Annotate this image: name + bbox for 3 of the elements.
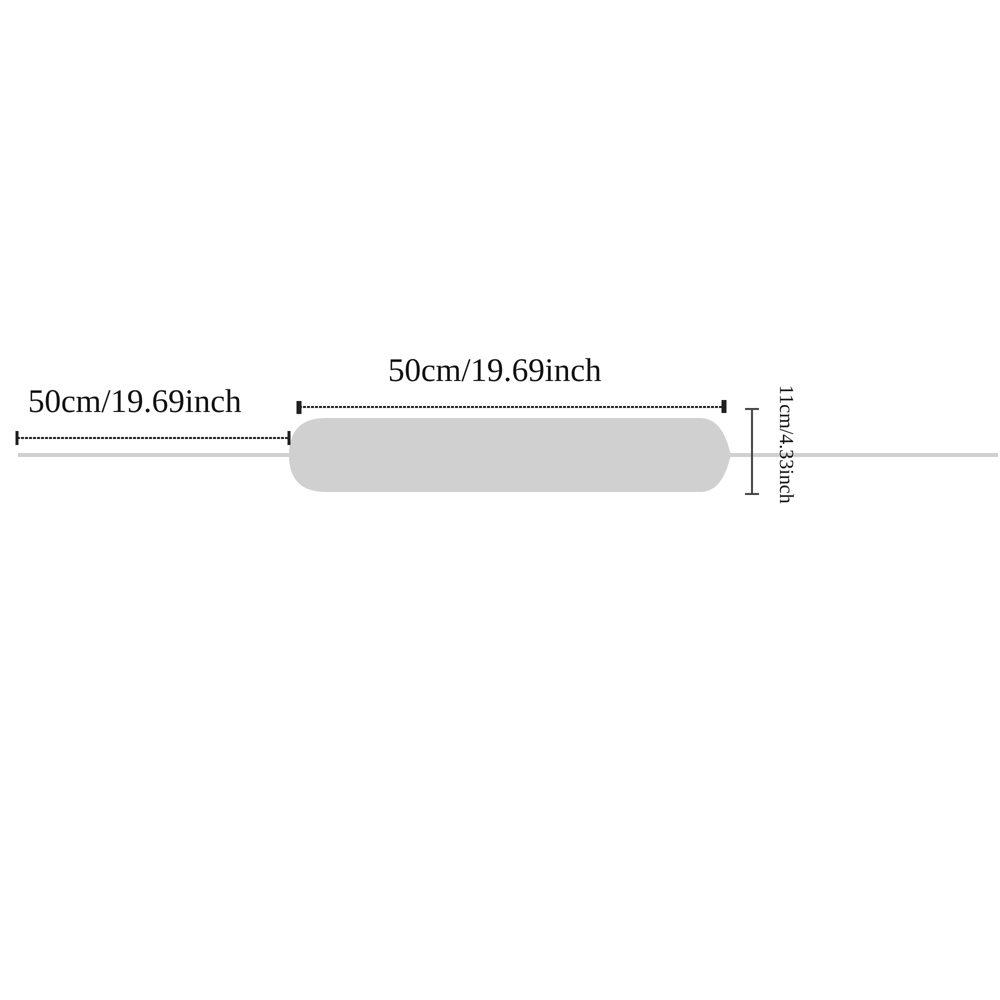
dimension-label: 50cm/19.69inch: [388, 355, 602, 388]
dimension-label: 50cm/19.69inch: [28, 386, 242, 419]
dimension-label: 11cm/4.33inch: [776, 385, 796, 504]
